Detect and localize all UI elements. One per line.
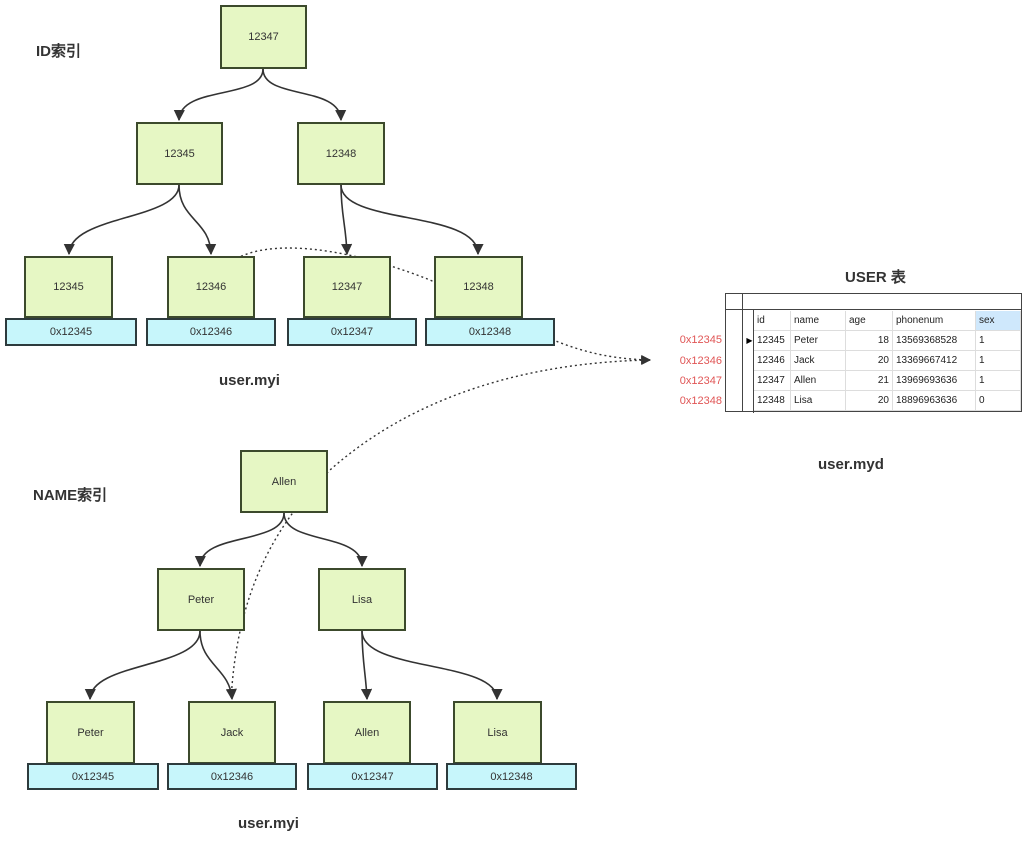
pointer-from-name-index [229, 355, 651, 769]
name-leaf-4: Lisa [453, 701, 542, 764]
cell-sex[interactable]: 0 [976, 391, 1021, 411]
col-header-name[interactable]: name [791, 311, 846, 331]
cell-sex[interactable]: 1 [976, 351, 1021, 371]
cell-name[interactable]: Jack [791, 351, 846, 371]
cell-age[interactable]: 18 [846, 331, 893, 351]
name-leaf-3: Allen [323, 701, 411, 764]
cell-name[interactable]: Peter [791, 331, 846, 351]
edge-id-12348-right [340, 184, 484, 256]
edge-name-peter-right [199, 630, 237, 701]
cell-age[interactable]: 20 [846, 391, 893, 411]
table-top-bar [726, 294, 1021, 310]
id-addr-4: 0x12348 [425, 318, 555, 346]
cell-name[interactable]: Allen [791, 371, 846, 391]
table-left-divider [742, 294, 743, 411]
id-leaf-4: 12348 [434, 256, 523, 318]
cell-id[interactable]: 12346 [754, 351, 791, 371]
id-leaf-2: 12346 [167, 256, 255, 318]
cell-id[interactable]: 12345 [754, 331, 791, 351]
table-file-label: user.myd [818, 456, 884, 473]
edge-id-12348-left [340, 184, 353, 256]
id-addr-3: 0x12347 [287, 318, 417, 346]
name-addr-1: 0x12345 [27, 763, 159, 790]
cell-phonenum[interactable]: 13969693636 [893, 371, 976, 391]
col-header-age[interactable]: age [846, 311, 893, 331]
name-addr-3: 0x12347 [307, 763, 438, 790]
row-address-1: 0x12345 [679, 334, 722, 346]
row-address-4: 0x12348 [679, 395, 722, 407]
user-table: id name age phonenum sex 12345 Peter 18 … [725, 293, 1022, 413]
name-leaf-2: Jack [188, 701, 276, 764]
edge-name-peter-left [84, 630, 201, 701]
table-row[interactable]: 12346 Jack 20 13369667412 1 [726, 351, 1021, 371]
edge-id-12345-left [63, 184, 180, 256]
cell-age[interactable]: 21 [846, 371, 893, 391]
id-root-node: 12347 [220, 5, 307, 69]
name-node-lisa: Lisa [318, 568, 406, 631]
cell-id[interactable]: 12347 [754, 371, 791, 391]
edge-id-root-right [262, 68, 347, 122]
table-row[interactable]: 12345 Peter 18 13569368528 1 [726, 331, 1021, 351]
name-node-peter: Peter [157, 568, 245, 631]
id-node-12345: 12345 [136, 122, 223, 185]
name-leaf-1: Peter [46, 701, 135, 764]
id-index-title: ID索引 [36, 43, 82, 60]
id-leaf-3: 12347 [303, 256, 391, 318]
cell-phonenum[interactable]: 18896963636 [893, 391, 976, 411]
edge-name-root-left [194, 512, 285, 568]
cell-name[interactable]: Lisa [791, 391, 846, 411]
cell-sex[interactable]: 1 [976, 331, 1021, 351]
name-index-title: NAME索引 [33, 487, 108, 504]
row-address-2: 0x12346 [679, 355, 722, 367]
edge-name-lisa-left [360, 630, 373, 701]
id-node-12348: 12348 [297, 122, 385, 185]
row-address-3: 0x12347 [679, 375, 722, 387]
table-row[interactable]: 12348 Lisa 20 18896963636 0 [726, 391, 1021, 411]
edge-id-root-left [173, 68, 264, 122]
table-title: USER 表 [845, 269, 906, 286]
edge-name-root-right [283, 512, 368, 568]
col-header-sex[interactable]: sex [976, 311, 1021, 331]
name-addr-2: 0x12346 [167, 763, 297, 790]
cell-age[interactable]: 20 [846, 351, 893, 371]
cell-phonenum[interactable]: 13369667412 [893, 351, 976, 371]
id-addr-2: 0x12346 [146, 318, 276, 346]
id-leaf-1: 12345 [24, 256, 113, 318]
name-addr-4: 0x12348 [446, 763, 577, 790]
cell-sex[interactable]: 1 [976, 371, 1021, 391]
table-indicator-divider [753, 310, 754, 413]
id-index-file-label: user.myi [219, 372, 280, 389]
current-row-marker-icon: ▶ [746, 335, 753, 345]
cell-phonenum[interactable]: 13569368528 [893, 331, 976, 351]
id-addr-1: 0x12345 [5, 318, 137, 346]
edge-name-lisa-right [361, 630, 503, 701]
name-index-file-label: user.myi [238, 815, 299, 832]
name-root-node: Allen [240, 450, 328, 513]
table-header-row: id name age phonenum sex [726, 311, 1021, 331]
col-header-phonenum[interactable]: phonenum [893, 311, 976, 331]
col-header-id[interactable]: id [754, 311, 791, 331]
table-row[interactable]: 12347 Allen 21 13969693636 1 [726, 371, 1021, 391]
cell-id[interactable]: 12348 [754, 391, 791, 411]
edge-id-12345-right [178, 184, 217, 256]
